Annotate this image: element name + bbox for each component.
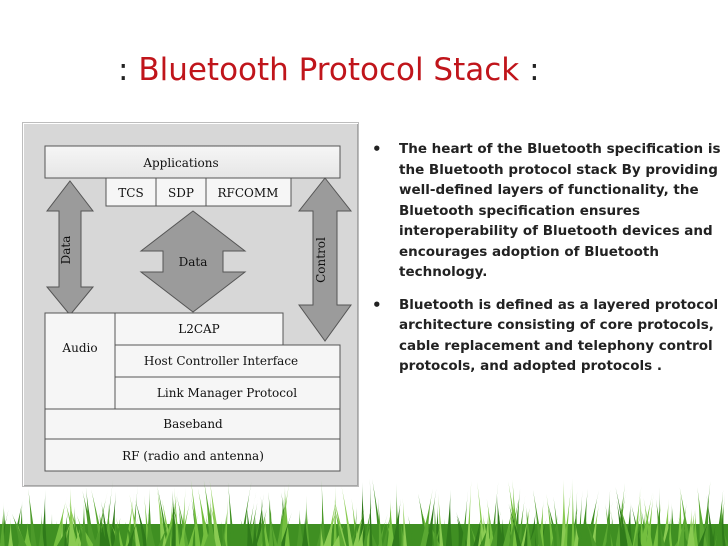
- data-arrow-center-label: Data: [179, 255, 208, 269]
- protocol-stack-diagram: Applications TCS SDP RFCOMM Data Data: [22, 122, 359, 487]
- title-prefix: :: [118, 52, 139, 88]
- layer-applications: Applications: [44, 145, 341, 179]
- grass-decoration: [0, 478, 728, 546]
- layer-rf-label: RF (radio and antenna): [122, 449, 264, 463]
- layer-baseband-label: Baseband: [163, 417, 223, 431]
- layer-sdp-label: SDP: [168, 186, 194, 200]
- layer-l2cap: L2CAP: [114, 312, 284, 346]
- layer-lmp: Link Manager Protocol: [114, 376, 341, 410]
- layer-baseband: Baseband: [44, 408, 341, 440]
- bullet-dot-icon: •: [372, 295, 382, 314]
- data-arrow-left: Data: [45, 180, 95, 316]
- control-arrow-label: Control: [314, 237, 328, 283]
- layer-hci: Host Controller Interface: [114, 344, 341, 378]
- layer-tcs-label: TCS: [118, 186, 143, 200]
- bullet-list: • The heart of the Bluetooth specificati…: [366, 139, 724, 377]
- data-arrow-center: Data: [139, 210, 247, 313]
- bullet-text: The heart of the Bluetooth specification…: [399, 141, 721, 280]
- title-suffix: :: [519, 52, 540, 88]
- bullet-item: • The heart of the Bluetooth specificati…: [366, 139, 724, 283]
- control-arrow: Control: [297, 177, 353, 342]
- bullet-dot-icon: •: [372, 140, 382, 158]
- bullet-text: Bluetooth is defined as a layered protoc…: [399, 296, 719, 375]
- layer-applications-label: Applications: [142, 156, 218, 170]
- layer-sdp: SDP: [155, 177, 207, 207]
- layer-rf: RF (radio and antenna): [44, 438, 341, 472]
- slide-title: : Bluetooth Protocol Stack :: [118, 52, 540, 88]
- layer-rfcomm: RFCOMM: [205, 177, 292, 207]
- layer-tcs: TCS: [105, 177, 157, 207]
- layer-hci-label: Host Controller Interface: [144, 354, 298, 368]
- layer-audio-label: Audio: [61, 341, 97, 355]
- bullet-item: • Bluetooth is defined as a layered prot…: [366, 295, 724, 377]
- layer-audio: Audio: [44, 312, 116, 410]
- title-main: Bluetooth Protocol Stack: [138, 52, 520, 88]
- layer-l2cap-label: L2CAP: [178, 322, 220, 336]
- data-arrow-left-label: Data: [59, 236, 73, 265]
- layer-rfcomm-label: RFCOMM: [218, 186, 279, 200]
- layer-lmp-label: Link Manager Protocol: [157, 386, 297, 400]
